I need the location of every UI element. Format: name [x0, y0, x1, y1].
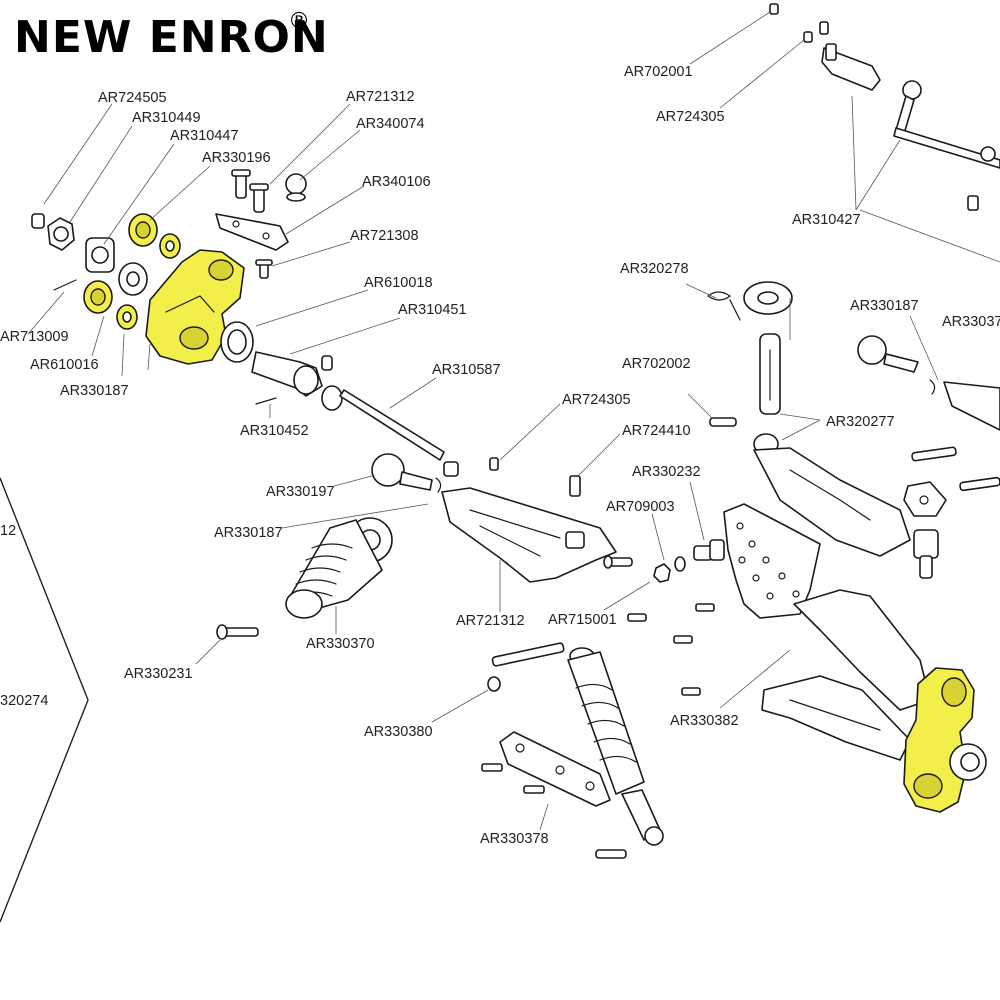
label-AR310452: AR310452	[240, 423, 309, 439]
label-AR702001: AR702001	[624, 64, 693, 80]
label-left-cut-320274: 320274	[0, 693, 48, 709]
ball-end-right	[857, 335, 919, 373]
label-AR330187-a: AR330187	[60, 383, 129, 399]
label-AR310451: AR310451	[398, 302, 467, 318]
bearing-plain	[118, 262, 148, 296]
screw-pin-2	[249, 183, 269, 213]
lower-arm-left	[441, 487, 617, 583]
ball-stud-232	[693, 539, 725, 561]
highlighted-bearing-mid	[159, 233, 181, 259]
hinge-clip	[435, 477, 442, 493]
nut-715	[653, 563, 671, 583]
body-clip-320278	[707, 291, 741, 321]
label-AR610018: AR610018	[364, 275, 433, 291]
brand-logo-text: NEW ENRON	[14, 12, 329, 63]
highlighted-bearing-low	[83, 280, 113, 314]
leader-lines	[27, 11, 1000, 831]
label-AR33037-cut: AR33037	[942, 314, 1000, 330]
washer-709	[674, 556, 686, 572]
screw-312-mid	[603, 555, 633, 569]
highlighted-bearing-small	[116, 304, 138, 330]
label-AR340106: AR340106	[362, 174, 431, 190]
label-AR330378: AR330378	[480, 831, 549, 847]
small-screws-center	[627, 603, 715, 696]
label-left-cut-12: 12	[0, 523, 16, 539]
label-AR330380: AR330380	[364, 724, 433, 740]
servo-saver-bracket	[821, 43, 881, 91]
ball-end-397	[371, 453, 433, 491]
label-AR724305-mid: AR724305	[562, 392, 631, 408]
top-screws-702001	[769, 3, 829, 43]
label-AR330232: AR330232	[632, 464, 701, 480]
highlighted-steering-knuckle-right	[903, 667, 987, 813]
label-AR721312-mid: AR721312	[456, 613, 525, 629]
label-AR721312-top: AR721312	[346, 89, 415, 105]
large-bearing-ring	[220, 321, 254, 363]
registered-mark: ®	[288, 9, 310, 34]
label-AR724305-top: AR724305	[656, 109, 725, 125]
shock-tower-plate	[723, 503, 821, 619]
arm-right-cut	[929, 379, 1000, 431]
label-AR310447: AR310447	[170, 128, 239, 144]
left-boundary-bracket	[0, 477, 89, 923]
label-AR330187-c: AR330187	[850, 298, 919, 314]
label-AR330231: AR330231	[124, 666, 193, 682]
label-AR721308: AR721308	[350, 228, 419, 244]
driveshaft-dogbone	[321, 385, 459, 477]
hub-nut-hex	[47, 217, 75, 251]
label-AR310587: AR310587	[432, 362, 501, 378]
label-AR713009: AR713009	[0, 329, 69, 345]
small-screw-308	[255, 259, 273, 279]
screw-702002	[709, 417, 737, 427]
label-AR724505: AR724505	[98, 90, 167, 106]
highlighted-steering-knuckle-left	[145, 249, 245, 365]
hub-nut-small	[31, 213, 45, 229]
set-screw-410	[569, 475, 581, 497]
long-hinge-pin-380	[487, 642, 565, 692]
wheel-hex-adapter	[85, 237, 115, 273]
label-AR715001: AR715001	[548, 612, 617, 628]
steering-link-right	[893, 80, 1000, 211]
axle-pin	[255, 397, 277, 405]
set-screw-305	[489, 457, 499, 471]
shock-plate-378	[499, 731, 611, 807]
label-AR320278: AR320278	[620, 261, 689, 277]
small-screws-lower	[481, 763, 627, 859]
label-AR320277: AR320277	[826, 414, 895, 430]
body-mount-top	[743, 281, 793, 315]
screw-pin-1	[231, 169, 251, 199]
shock-mount-screw-231	[216, 624, 259, 640]
label-AR709003: AR709003	[606, 499, 675, 515]
body-post	[759, 333, 781, 415]
ball-stud-top	[285, 173, 307, 202]
label-AR610016: AR610016	[30, 357, 99, 373]
labels: AR724505 AR310449 AR310447 AR330196 AR72…	[0, 64, 1000, 847]
label-AR330370: AR330370	[306, 636, 375, 652]
label-AR310427: AR310427	[792, 212, 861, 228]
label-AR702002: AR702002	[622, 356, 691, 372]
highlighted-bearing-top	[128, 213, 158, 247]
label-AR330196: AR330196	[202, 150, 271, 166]
label-AR310449: AR310449	[132, 110, 201, 126]
steering-link-plate	[215, 213, 289, 251]
hinge-pin-left	[53, 279, 77, 291]
camber-mount-right	[903, 481, 947, 517]
rear-bulkhead	[753, 433, 939, 579]
shock-coilover-center	[567, 647, 664, 846]
label-AR340074: AR340074	[356, 116, 425, 132]
label-AR330382: AR330382	[670, 713, 739, 729]
label-AR330197: AR330197	[266, 484, 335, 500]
shock-body-left	[285, 517, 393, 619]
label-AR724410: AR724410	[622, 423, 691, 439]
label-AR330187-b: AR330187	[214, 525, 283, 541]
drive-axle-shaft	[251, 351, 333, 397]
